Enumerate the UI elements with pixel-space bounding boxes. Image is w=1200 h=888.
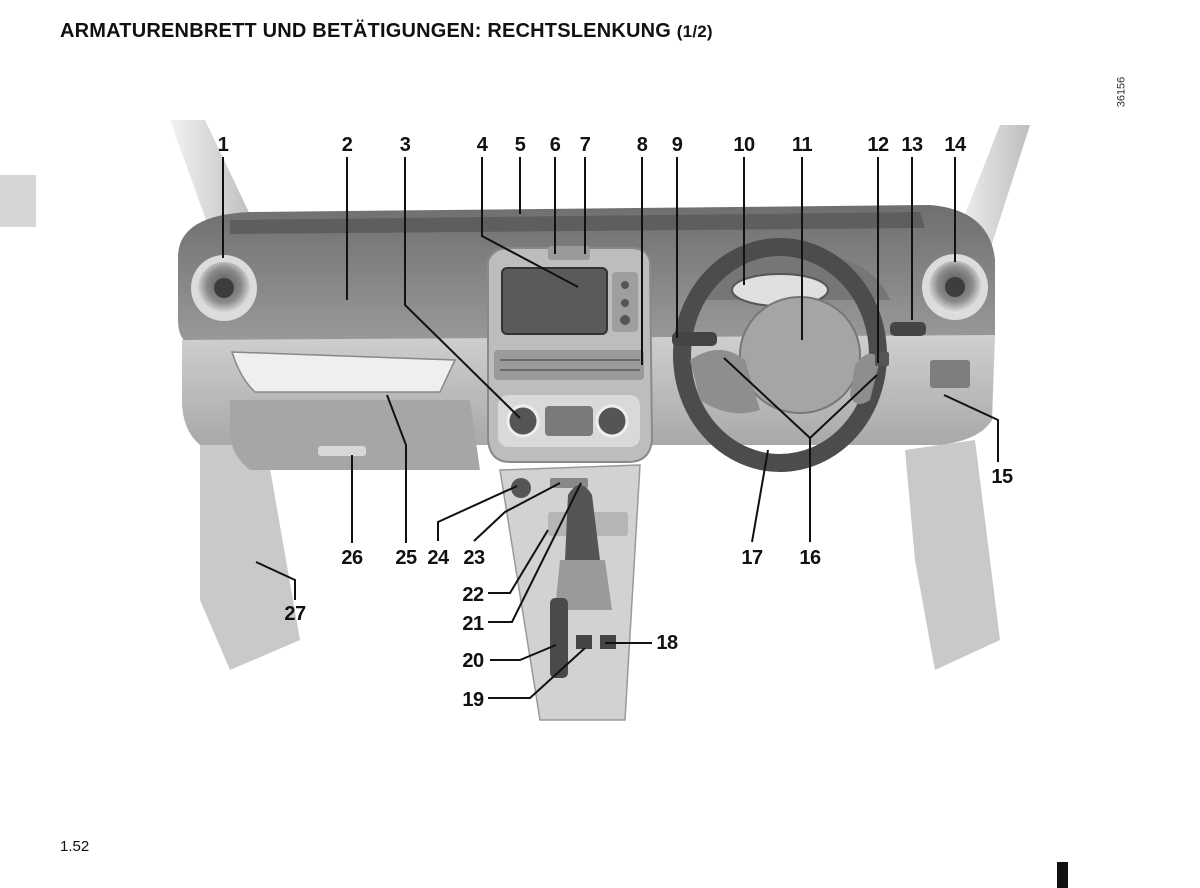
screen-knob	[620, 315, 630, 325]
page-title-text: ARMATURENBRETT UND BETÄTIGUNGEN: RECHTSL…	[60, 20, 672, 42]
steering-wheel-airbag	[739, 296, 861, 414]
gear-boot	[555, 560, 612, 610]
callout-21: 21	[462, 613, 484, 635]
gear-lever	[565, 485, 600, 568]
callout-1: 1	[218, 134, 229, 156]
callout-12: 12	[867, 134, 889, 156]
callout-23: 23	[463, 547, 485, 569]
callout-10: 10	[733, 134, 755, 156]
callout-5: 5	[515, 134, 526, 156]
console-switch	[576, 635, 592, 649]
callout-2: 2	[342, 134, 353, 156]
wheel-left-spoke	[690, 350, 760, 414]
page-number: 1.52	[60, 838, 90, 855]
page-title: ARMATURENBRETT UND BETÄTIGUNGEN: RECHTSL…	[60, 20, 713, 43]
callout-22: 22	[462, 584, 484, 606]
callout-16: 16	[799, 547, 821, 569]
callout-20: 20	[462, 650, 484, 672]
left-air-vent	[191, 255, 257, 321]
left-lower-side	[200, 440, 300, 670]
screen-button	[621, 281, 629, 289]
left-stalk	[672, 332, 717, 346]
section-tab	[0, 175, 36, 227]
callout-7: 7	[580, 134, 591, 156]
callout-9: 9	[672, 134, 683, 156]
decorative-trim	[230, 351, 457, 393]
screen-button	[621, 299, 629, 307]
right-switch-panel	[930, 360, 970, 388]
multimedia-screen	[501, 267, 608, 335]
dashboard-upper-ridge	[230, 212, 925, 234]
glovebox	[230, 400, 480, 470]
climate-knob-right	[595, 404, 629, 438]
parking-brake-lever	[550, 598, 568, 678]
callout-labels: 1 2 3 4 5 6 7 8 9 10 11 12 13 14 15 16 1…	[218, 134, 1014, 711]
right-stalk	[890, 322, 926, 336]
right-lower-side	[905, 440, 1000, 670]
callout-11: 11	[792, 134, 813, 156]
leader-lines	[222, 157, 999, 699]
callout-4: 4	[477, 134, 489, 156]
callout-8: 8	[637, 134, 648, 156]
callout-17: 17	[741, 547, 763, 569]
page-corner-marker	[1057, 862, 1068, 888]
hazard-switch-panel	[548, 246, 590, 260]
callout-26: 26	[341, 547, 363, 569]
callout-13: 13	[901, 134, 923, 156]
callout-14: 14	[944, 134, 967, 156]
climate-buttons	[545, 406, 593, 436]
callout-24: 24	[427, 547, 450, 569]
callout-18: 18	[656, 632, 678, 654]
callout-6: 6	[550, 134, 561, 156]
callout-15: 15	[991, 466, 1013, 488]
page-title-part: (1/2)	[676, 22, 713, 41]
callout-25: 25	[395, 547, 417, 569]
right-a-pillar	[955, 125, 1030, 250]
glovebox-handle	[318, 446, 366, 456]
callout-3: 3	[400, 134, 411, 156]
wheel-right-spoke	[850, 353, 880, 404]
right-air-vent	[922, 254, 988, 320]
center-air-vents	[494, 350, 644, 380]
socket-button	[511, 478, 531, 498]
callout-19: 19	[462, 689, 484, 711]
callout-27: 27	[284, 603, 306, 625]
